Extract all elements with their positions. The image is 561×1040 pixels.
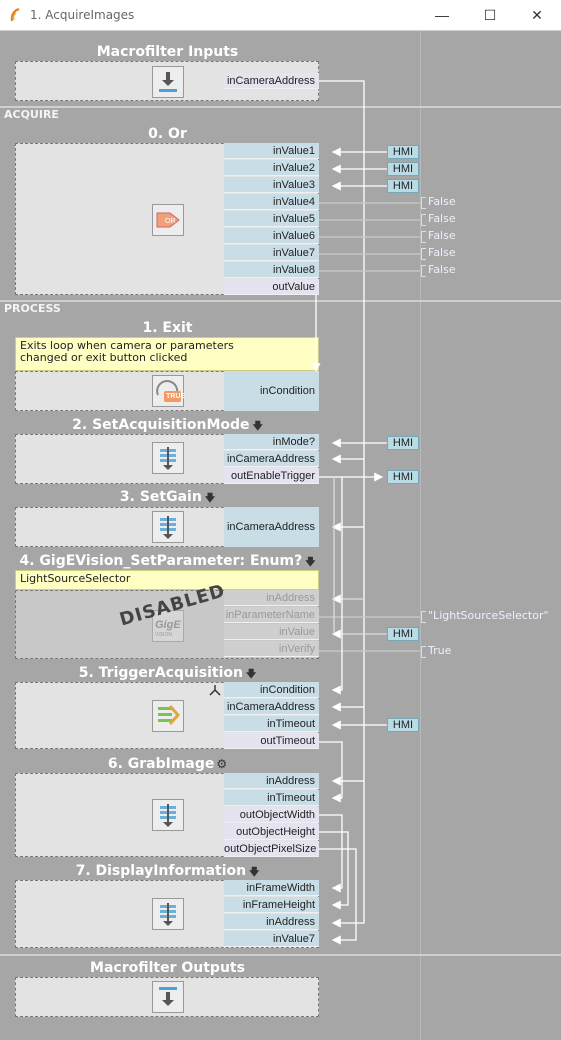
filter-setgain-label: 3. SetGain: [119, 489, 202, 505]
port-gige-1[interactable]: inParameterName: [224, 607, 319, 623]
port-or-6[interactable]: inValue7: [224, 245, 319, 261]
port-or-0[interactable]: inValue1: [224, 143, 319, 159]
filter-display-title: 7. DisplayInformation🡇: [15, 863, 320, 882]
filter-grab-title: 6. GrabImage⚙: [15, 756, 320, 772]
port-display-2[interactable]: inAddress: [224, 914, 319, 930]
port-setacq-1[interactable]: inCameraAddress: [224, 451, 319, 467]
port-setacq-2[interactable]: outEnableTrigger: [224, 468, 319, 484]
port-grab-2[interactable]: outObjectWidth: [224, 807, 319, 823]
filter-setacq-label: 2. SetAcquisitionMode: [72, 417, 250, 433]
hmi-inValue2[interactable]: HMI: [387, 162, 419, 176]
setgain-port-list: inCameraAddress: [224, 507, 319, 547]
gige-note: LightSourceSelector: [15, 570, 319, 590]
window-title: 1. AcquireImages: [30, 8, 135, 22]
close-button[interactable]: ✕: [531, 7, 543, 23]
port-grab-3[interactable]: outObjectHeight: [224, 824, 319, 840]
output-icon: [152, 981, 184, 1013]
hmi-outEnableTrigger[interactable]: HMI: [387, 470, 419, 484]
filter-setgain-title: 3. SetGain🡇: [15, 489, 320, 508]
port-or-7[interactable]: inValue8: [224, 262, 319, 278]
filter-trigger-title: 5. TriggerAcquisition🡇: [15, 665, 320, 684]
section-separator: [0, 300, 561, 302]
filter-trigger-label: 5. TriggerAcquisition: [78, 665, 243, 681]
port-or-4[interactable]: inValue5: [224, 211, 319, 227]
port-gige-2[interactable]: inValue: [224, 624, 319, 640]
port-or-2[interactable]: inValue3: [224, 177, 319, 193]
hmi-inValue1[interactable]: HMI: [387, 145, 419, 159]
minimize-button[interactable]: —: [435, 7, 449, 23]
port-display-0[interactable]: inFrameWidth: [224, 880, 319, 896]
or-gate-icon: OR: [152, 204, 184, 236]
const-inValue5[interactable]: False: [421, 212, 456, 226]
macro-inputs-title: Macrofilter Inputs: [96, 44, 239, 60]
port-gige-3[interactable]: inVerify: [224, 641, 319, 657]
port-trigger-2[interactable]: inTimeout: [224, 716, 319, 732]
port-display-3[interactable]: inValue7: [224, 931, 319, 947]
list-down-icon: [152, 511, 184, 543]
gige-logo-text: GigE: [155, 619, 181, 631]
section-process-label: PROCESS: [4, 302, 61, 315]
gear-icon[interactable]: ⚙: [216, 757, 228, 771]
exit-note: Exits loop when camera or parameters cha…: [15, 337, 319, 371]
trigger-icon: [152, 700, 184, 732]
port-grab-4[interactable]: outObjectPixelSize: [224, 841, 319, 857]
list-down-icon: [152, 898, 184, 930]
filter-display-expand-icon[interactable]: 🡇: [249, 867, 260, 878]
port-trigger-3[interactable]: outTimeout: [224, 733, 319, 749]
filter-gige-label: 4. GigEVision_SetParameter: Enum?: [19, 553, 303, 569]
fork-icon: [209, 684, 221, 696]
port-setacq-0[interactable]: inMode?: [224, 434, 319, 450]
port-display-1[interactable]: inFrameHeight: [224, 897, 319, 913]
hmi-inValue[interactable]: HMI: [387, 627, 419, 641]
filter-exit-title: 1. Exit: [142, 320, 193, 336]
filter-gige-title: 4. GigEVision_SetParameter: Enum?🡇: [15, 553, 320, 572]
const-inValue4[interactable]: False: [421, 195, 456, 209]
filter-trigger-expand-icon[interactable]: 🡇: [245, 669, 257, 680]
section-separator: [0, 106, 561, 108]
port-or-1[interactable]: inValue2: [224, 160, 319, 176]
port-or-3[interactable]: inValue4: [224, 194, 319, 210]
const-inVerify[interactable]: True: [420, 644, 452, 658]
hmi-inValue3[interactable]: HMI: [387, 179, 419, 193]
app-logo-icon: [10, 8, 20, 22]
filter-setacq-expand-icon[interactable]: 🡇: [252, 421, 263, 432]
port-or-8[interactable]: outValue: [224, 279, 319, 295]
list-down-icon: [152, 799, 184, 831]
const-inParameterName[interactable]: "LightSourceSelector": [421, 609, 549, 623]
exit-port-list: inCondition: [224, 371, 319, 411]
port-inCameraAddress-source[interactable]: inCameraAddress: [224, 73, 319, 89]
hmi-inMode[interactable]: HMI: [387, 436, 419, 450]
svg-text:OR: OR: [165, 218, 176, 225]
hmi-inTimeout[interactable]: HMI: [387, 718, 419, 732]
port-grab-1[interactable]: inTimeout: [224, 790, 319, 806]
port-grab-0[interactable]: inAddress: [224, 773, 319, 789]
port-trigger-1[interactable]: inCameraAddress: [224, 699, 319, 715]
const-inValue8[interactable]: False: [421, 263, 456, 277]
exit-true-icon: TRUE: [152, 375, 186, 407]
column-divider: [420, 31, 421, 1040]
port-trigger-0[interactable]: inCondition: [224, 682, 319, 698]
filter-setgain-expand-icon[interactable]: 🡇: [204, 493, 216, 504]
section-separator: [0, 954, 561, 956]
filter-gige-expand-icon[interactable]: 🡇: [305, 557, 316, 568]
filter-grab-label: 6. GrabImage: [107, 756, 215, 772]
download-icon: [152, 66, 184, 98]
title-bar: 1. AcquireImages — ☐ ✕: [0, 0, 561, 31]
filter-display-label: 7. DisplayInformation: [75, 863, 247, 879]
filter-setacq-title: 2. SetAcquisitionMode🡇: [15, 417, 320, 436]
const-inValue7[interactable]: False: [421, 246, 456, 260]
port-exit-inCondition[interactable]: inCondition: [224, 383, 319, 399]
maximize-button[interactable]: ☐: [483, 7, 497, 23]
gige-logo-sub: VISION: [155, 632, 172, 638]
filter-or-title: 0. Or: [148, 126, 187, 142]
port-gige-0[interactable]: inAddress: [224, 590, 319, 606]
macro-outputs-title: Macrofilter Outputs: [90, 960, 245, 976]
const-inValue6[interactable]: False: [421, 229, 456, 243]
port-inCameraAddress[interactable]: inCameraAddress: [224, 519, 319, 535]
exit-icon-text: TRUE: [166, 393, 186, 400]
port-or-5[interactable]: inValue6: [224, 228, 319, 244]
list-down-icon: [152, 442, 184, 474]
section-acquire-label: ACQUIRE: [4, 108, 59, 121]
gige-vision-icon: GigE VISION: [152, 610, 184, 642]
